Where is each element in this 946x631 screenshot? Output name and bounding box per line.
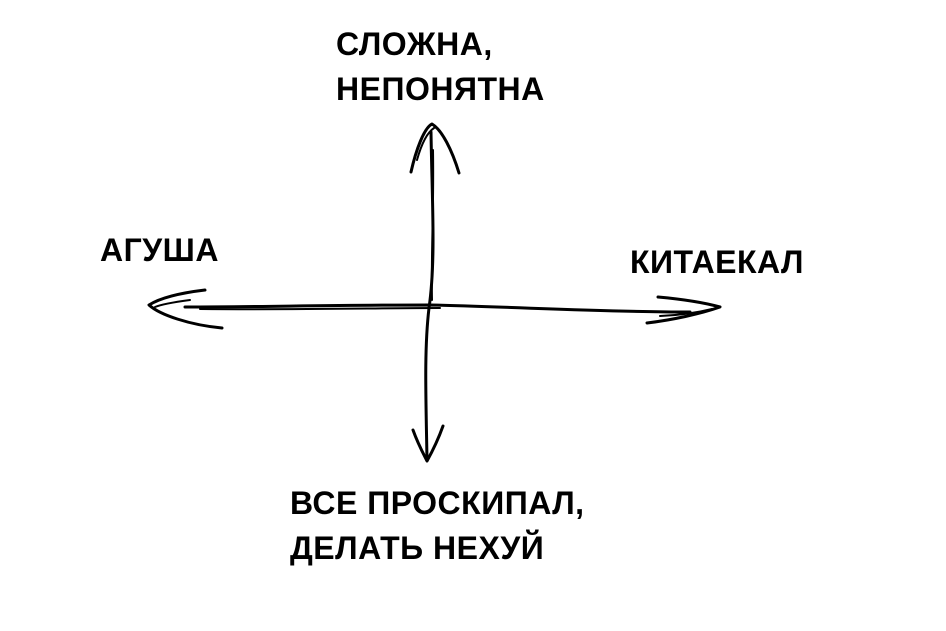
right-label: КИТАЕКАЛ	[630, 240, 804, 285]
bottom-label-line-1: ВСЕ ПРОСКИПАЛ,	[290, 485, 585, 521]
left-arrowhead-inner	[154, 299, 191, 308]
bottom-label-line-2: ДЕЛАТЬ НЕХУЙ	[290, 530, 545, 566]
horizontal-axis-line	[183, 303, 692, 314]
left-label: АГУША	[100, 228, 219, 273]
top-label-line-1: СЛОЖНА,	[336, 26, 493, 62]
down-arrowhead	[411, 424, 445, 463]
top-label: СЛОЖНА, НЕПОНЯТНА	[336, 22, 545, 112]
right-arrowhead-inner	[659, 308, 713, 317]
left-label-text: АГУША	[100, 232, 219, 268]
top-label-line-2: НЕПОНЯТНА	[336, 71, 545, 107]
right-label-text: КИТАЕКАЛ	[630, 244, 804, 280]
left-arrowhead	[147, 288, 224, 330]
up-arrowhead-inner	[416, 127, 435, 161]
horizontal-axis-line-inner	[199, 307, 441, 311]
bottom-label: ВСЕ ПРОСКИПАЛ, ДЕЛАТЬ НЕХУЙ	[290, 481, 585, 571]
vertical-axis-line-inner	[430, 149, 435, 301]
up-arrowhead	[409, 122, 461, 175]
right-arrowhead	[645, 295, 722, 325]
